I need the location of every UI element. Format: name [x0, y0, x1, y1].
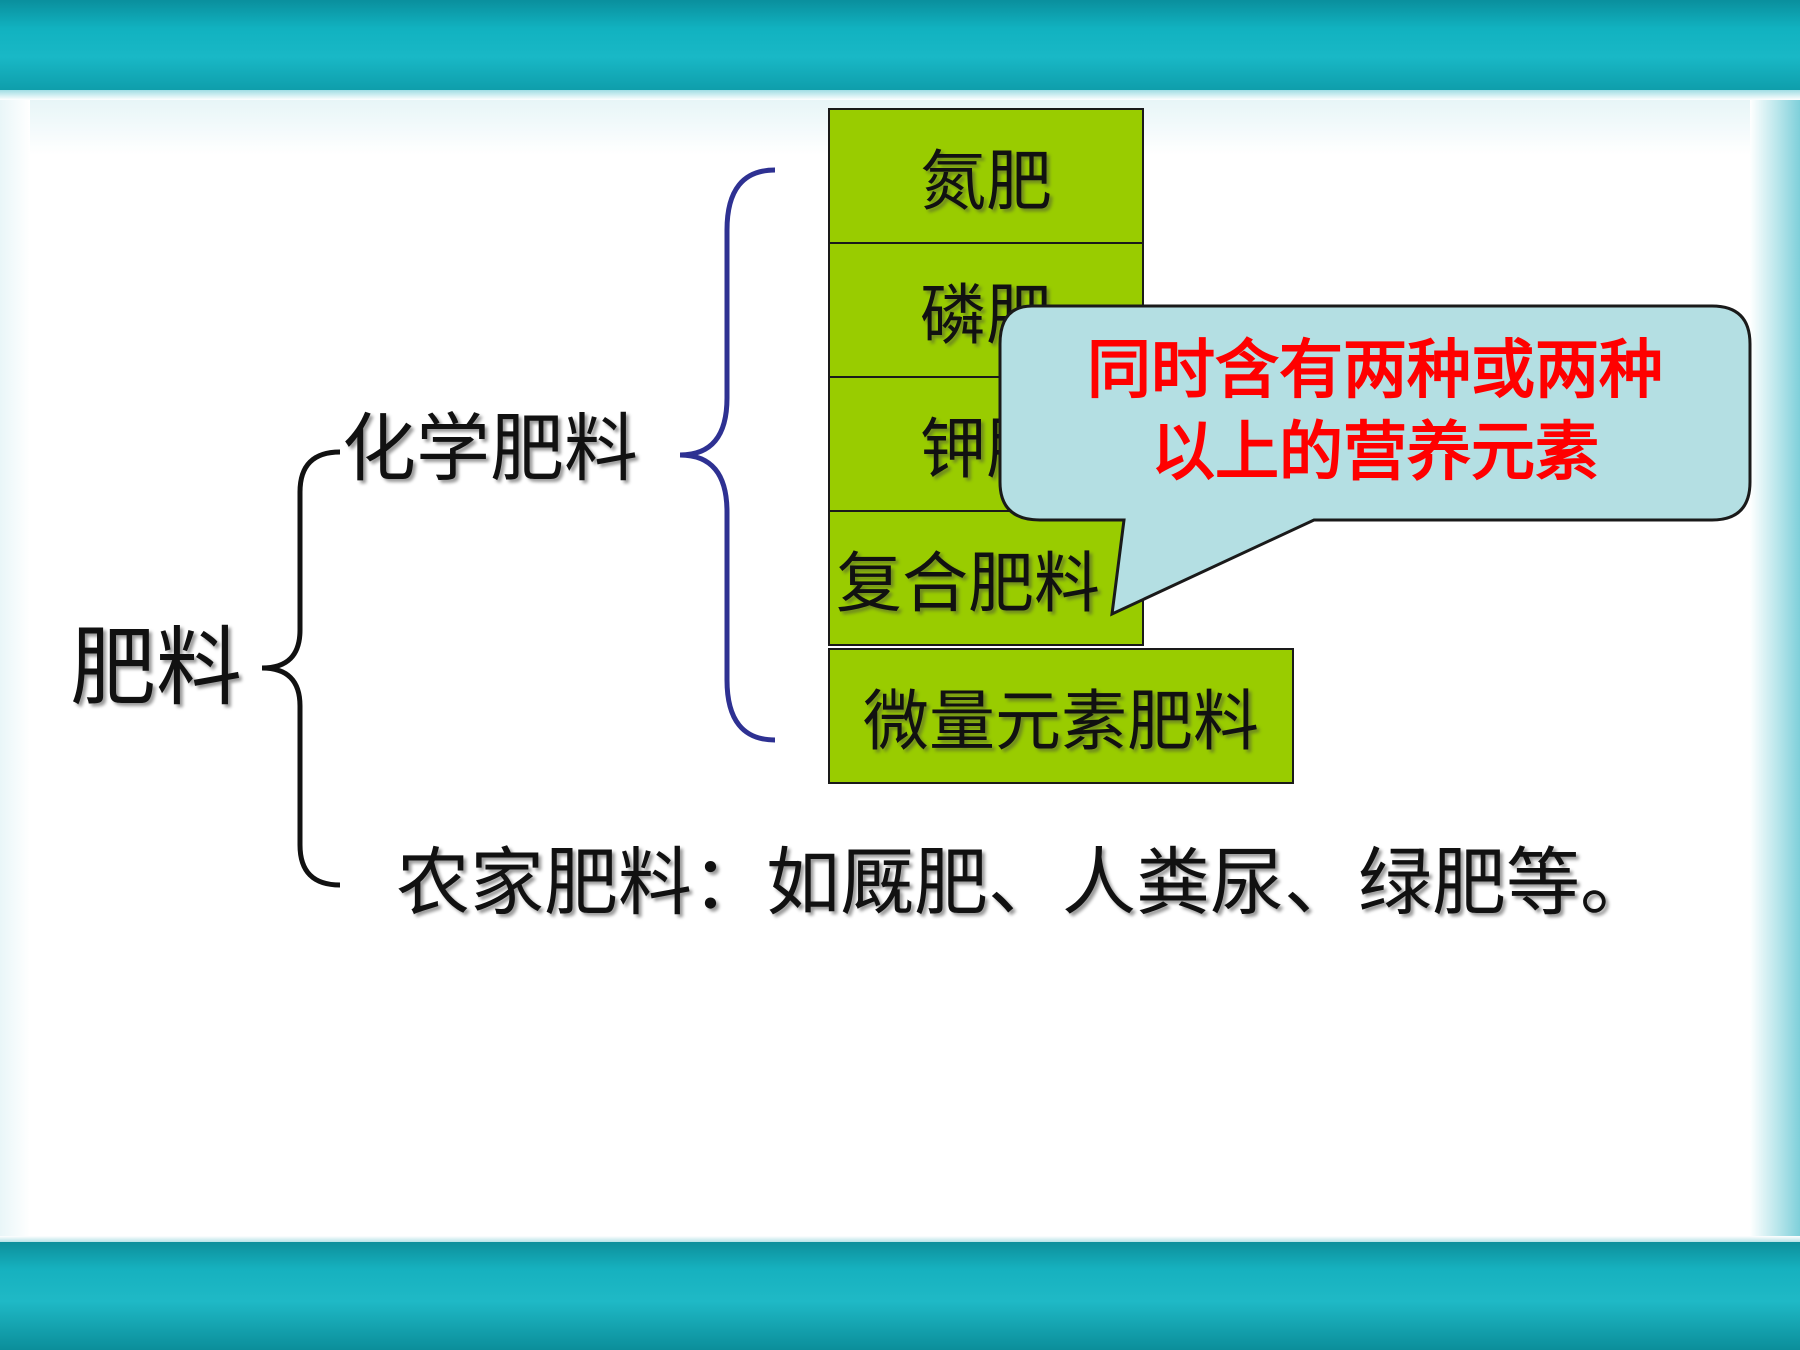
callout-line-2: 以上的营养元素 [1151, 416, 1599, 490]
category-box-trace-element: 微量元素肥料 [828, 648, 1294, 784]
chemical-fertilizer-label: 化学肥料 [342, 406, 638, 492]
category-box-nitrogen: 氮肥 [828, 108, 1144, 244]
frame-right-shade [1750, 95, 1800, 1240]
top-band-edge [0, 90, 1800, 100]
bottom-band-edge [0, 1236, 1800, 1244]
callout-line-1: 同时含有两种或两种 [1087, 334, 1663, 408]
chemical-brace [679, 167, 776, 743]
frame-left-shade [0, 95, 30, 1240]
bottom-teal-band [0, 1242, 1800, 1350]
top-teal-band [0, 0, 1800, 95]
category-box-compound: 复合肥料 [828, 510, 1144, 646]
farm-fertilizer-label: 农家肥料：如厩肥、人粪尿、绿肥等。 [396, 840, 1654, 926]
root-label: 肥料 [70, 618, 242, 718]
root-brace [261, 449, 341, 888]
